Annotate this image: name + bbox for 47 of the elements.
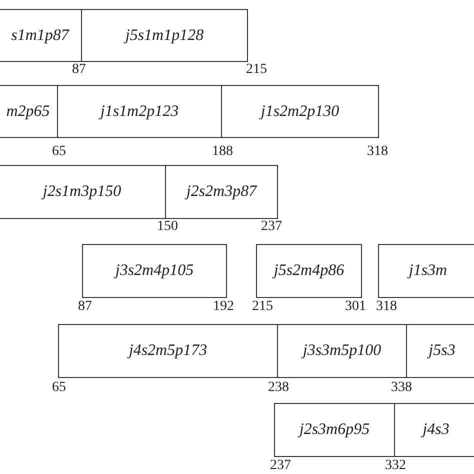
task-bar <box>0 9 82 62</box>
task-bar <box>277 324 407 378</box>
task-label: j4s2m5p173 <box>128 342 208 360</box>
time-tick-label: 192 <box>213 300 234 314</box>
task-bar <box>0 85 58 138</box>
task-label: j4s3 <box>422 421 450 439</box>
time-tick-label: 150 <box>157 220 178 234</box>
task-bar <box>394 403 474 457</box>
task-bar <box>82 244 227 298</box>
task-bar <box>0 165 166 219</box>
time-tick-label: 301 <box>345 300 366 314</box>
time-tick-label: 87 <box>72 63 86 77</box>
task-bar <box>256 244 362 298</box>
task-bar <box>165 165 278 219</box>
task-label: j5s3 <box>428 342 456 360</box>
task-label: j2s1m3p150 <box>42 183 122 201</box>
time-tick-label: 332 <box>385 459 406 473</box>
task-label: j2s2m3p87 <box>186 183 257 201</box>
task-label: j5s2m4p86 <box>274 262 344 280</box>
task-bar <box>57 85 222 138</box>
task-label: s1m1p87 <box>11 26 69 44</box>
task-label: j1s3m <box>408 262 448 280</box>
time-tick-label: 188 <box>212 145 233 159</box>
time-tick-label: 318 <box>376 300 397 314</box>
task-label: m2p65 <box>6 102 50 120</box>
task-label: j3s3m5p100 <box>302 342 382 360</box>
task-label: j5s1m1p128 <box>125 26 204 44</box>
time-tick-label: 65 <box>52 381 66 395</box>
task-bar <box>274 403 395 457</box>
task-bar <box>378 244 474 298</box>
task-label: j1s1m2p123 <box>100 102 179 120</box>
task-bar <box>81 9 248 62</box>
task-bar <box>406 324 474 378</box>
time-tick-label: 65 <box>52 145 66 159</box>
time-tick-label: 338 <box>391 381 412 395</box>
task-bar <box>221 85 379 138</box>
time-tick-label: 215 <box>246 63 267 77</box>
time-tick-label: 87 <box>78 300 92 314</box>
time-tick-label: 238 <box>268 381 289 395</box>
task-label: j1s2m2p130 <box>260 102 340 120</box>
time-tick-label: 237 <box>270 459 291 473</box>
task-label: j2s3m6p95 <box>299 421 370 439</box>
time-tick-label: 215 <box>252 300 273 314</box>
time-tick-label: 237 <box>261 220 282 234</box>
time-tick-label: 318 <box>367 145 388 159</box>
task-label: j3s2m4p105 <box>115 262 194 280</box>
task-bar <box>58 324 278 378</box>
